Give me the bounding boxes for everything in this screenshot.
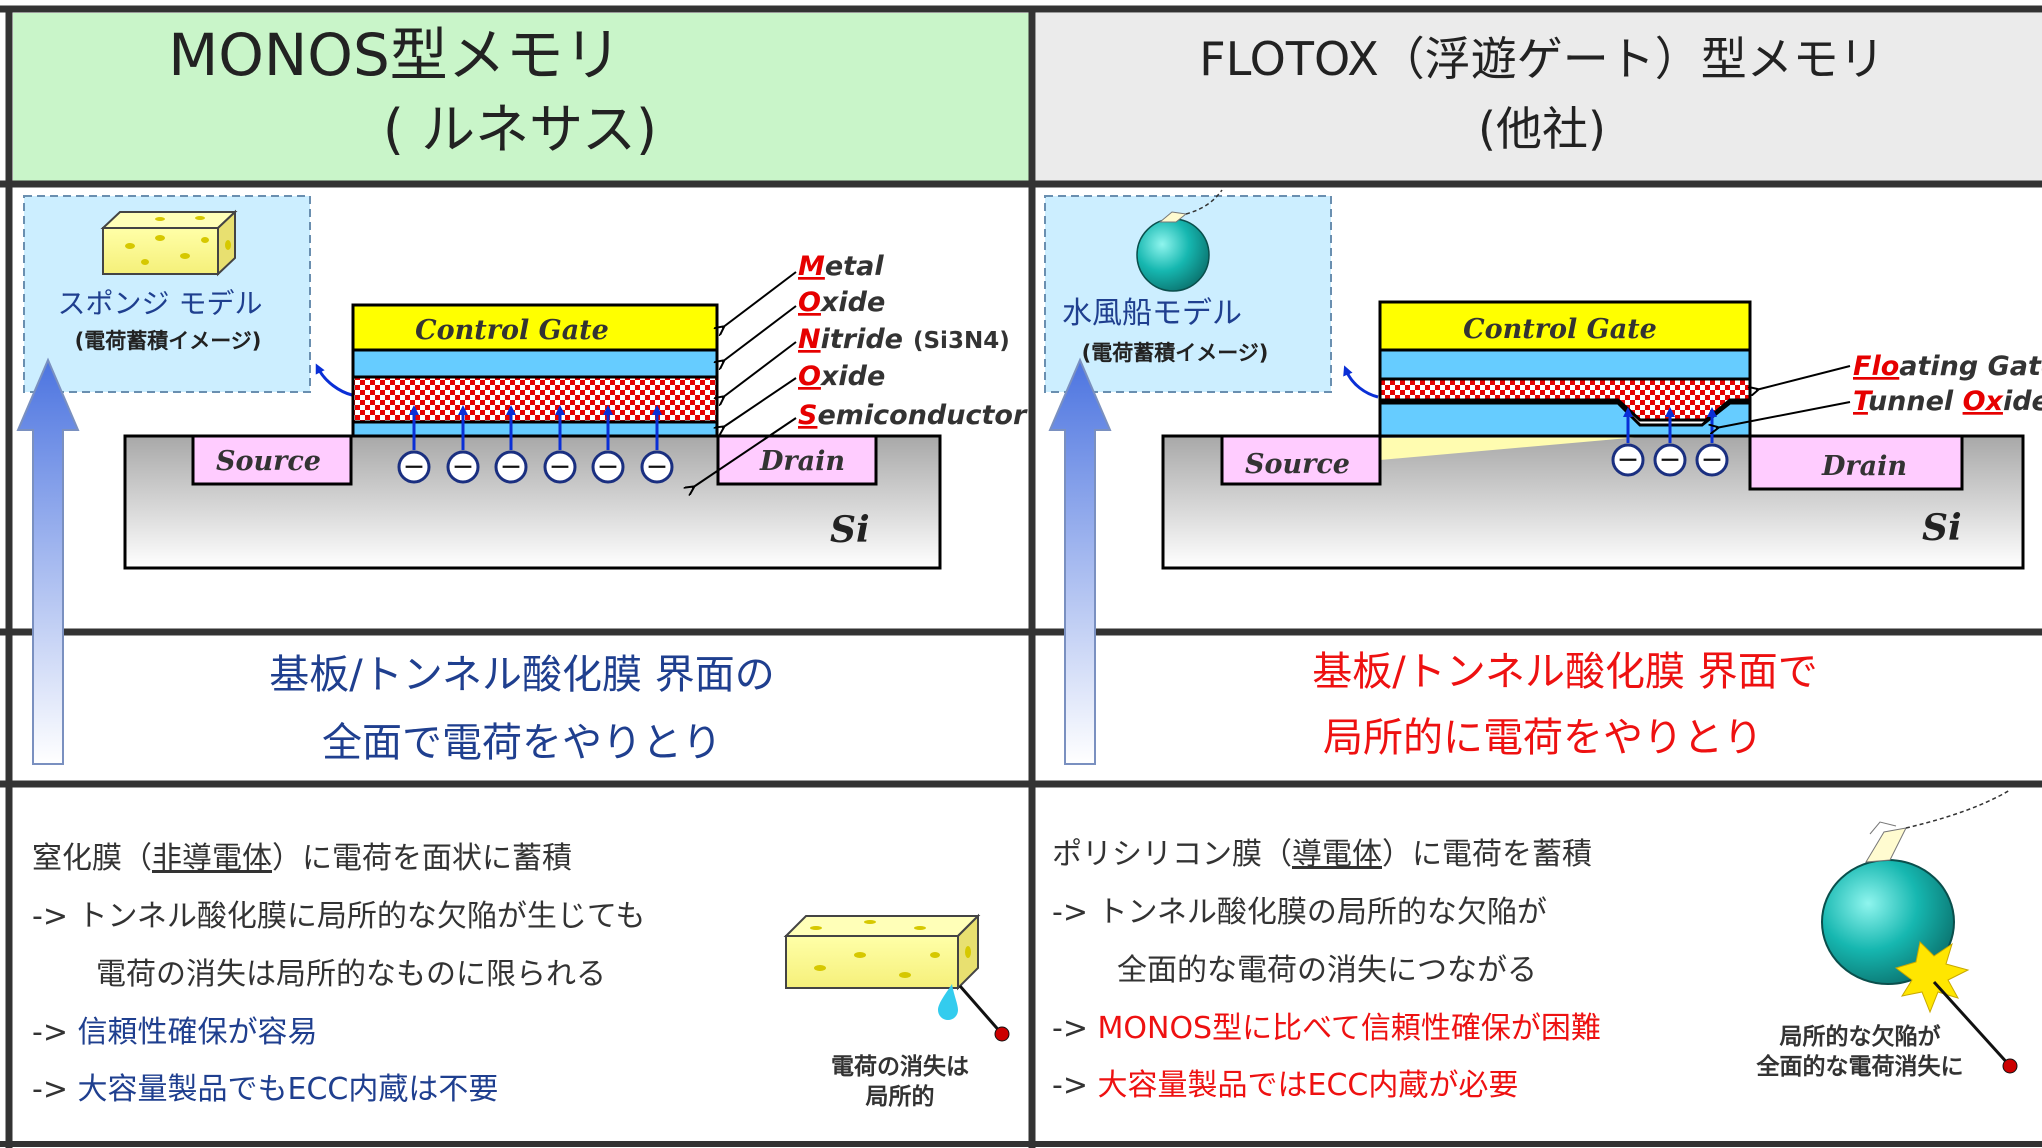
tunnel-oxide-label: Tunnel Oxide	[1853, 386, 2042, 417]
left-bullet-5: -> 大容量製品でもECC内蔵は不要	[32, 1072, 498, 1107]
electron-sign: －	[452, 456, 474, 481]
electron-icon	[591, 450, 625, 484]
layer-pointer-arrows	[692, 271, 797, 488]
electron-sign: －	[1617, 449, 1639, 474]
electron-sign: －	[1659, 449, 1681, 474]
tunnel-oxide-layer	[351, 420, 719, 438]
right-caption-line1: 局所的な欠陥が	[1780, 1023, 1941, 1050]
oxide2-label: Oxide	[798, 361, 885, 392]
nitride-layer	[351, 375, 719, 424]
right-subtitle: (他社)	[1478, 102, 1606, 156]
control-gate-label: Control Gate	[415, 315, 609, 346]
si-label: Si	[1922, 507, 1962, 549]
right-bullet-3: 全面的な電荷の消失につながる	[1117, 953, 1537, 988]
up-arrow-icon	[16, 357, 80, 765]
electron-icon	[397, 450, 431, 484]
left-bullet-list: 窒化膜（非導電体）に電荷を面状に蓄積 -> トンネル酸化膜に局所的な欠陥が生じて…	[32, 841, 645, 1107]
floating-gate-label: Floating Gate	[1853, 351, 2042, 382]
sponge-model-sub: (電荷蓄積イメージ)	[75, 329, 262, 353]
up-arrow-icon	[1048, 357, 1112, 765]
electron-group: － － －	[1611, 407, 1729, 477]
drain-label: Drain	[1821, 451, 1907, 482]
left-bullet-4: -> 信頼性確保が容易	[32, 1015, 318, 1050]
left-summary-line2: 全面で電荷をやりとり	[322, 720, 722, 766]
burst-icon	[1894, 940, 1970, 1014]
layout-frame	[0, 5, 2042, 1148]
right-bullet-5: -> 大容量製品ではECC内蔵が必要	[1052, 1068, 1518, 1103]
sponge-icon	[783, 913, 981, 991]
nitride-label: Nitride(Si3N4)	[798, 324, 1010, 355]
sponge-model-label: スポンジ モデル	[58, 287, 263, 320]
needle-icon	[1932, 980, 2018, 1074]
electron-group: － － － － － －	[397, 405, 674, 484]
electron-sign: －	[549, 456, 571, 481]
right-title-bg	[1036, 13, 2042, 181]
electron-sign: －	[597, 456, 619, 481]
electron-icon	[640, 450, 674, 484]
electron-sign: －	[500, 456, 522, 481]
source-label: Source	[216, 446, 321, 477]
left-caption-line1: 電荷の消失は	[831, 1054, 969, 1080]
left-bullet-1: 窒化膜（非導電体）に電荷を面状に蓄積	[32, 841, 572, 876]
layer-pointer-arrows	[1716, 365, 1851, 428]
electron-icon	[494, 450, 528, 484]
electron-sign: －	[1701, 449, 1723, 474]
electron-icon	[1695, 443, 1729, 477]
right-bullet-4: -> MONOS型に比べて信頼性確保が困難	[1052, 1011, 1601, 1046]
balloon-model-label: 水風船モデル	[1062, 296, 1242, 331]
monos-diagram: スポンジ モデル (電荷蓄積イメージ) Si Source Drain Cont…	[23, 195, 1028, 570]
control-gate-label: Control Gate	[1463, 314, 1657, 345]
electron-sign: －	[403, 456, 425, 481]
left-subtitle: ( ルネサス)	[383, 98, 657, 161]
electron-icon	[446, 450, 480, 484]
electron-sign: －	[646, 456, 668, 481]
right-title: FLOTOX（浮遊ゲート）型メモリ	[1199, 32, 1885, 86]
left-bullet-3: 電荷の消失は局所的なものに限られる	[96, 957, 606, 992]
left-title: MONOS型メモリ	[168, 21, 622, 89]
left-caption-line2: 局所的	[866, 1083, 935, 1110]
left-bullet-2: -> トンネル酸化膜に局所的な欠陥が生じても	[32, 899, 645, 934]
semiconductor-label: Semiconductor	[798, 400, 1028, 431]
right-caption-line2: 全面的な電荷消失に	[1756, 1053, 1964, 1080]
water-balloon-icon	[1136, 189, 1223, 292]
electron-icon	[1653, 443, 1687, 477]
left-title-bg	[13, 13, 1029, 181]
water-drop-icon	[938, 984, 958, 1020]
top-oxide-layer	[351, 348, 719, 379]
control-gate-layer	[351, 303, 719, 352]
sponge-icon	[100, 209, 238, 277]
metal-label: Metal	[798, 251, 884, 282]
balloon-model-sub: (電荷蓄積イメージ)	[1082, 341, 1269, 365]
source-label: Source	[1245, 449, 1350, 480]
drain-region	[716, 434, 878, 486]
flotox-diagram: 水風船モデル (電荷蓄積イメージ) Si Source Drain Contro…	[1044, 189, 2042, 570]
electron-icon	[1611, 443, 1645, 477]
electron-icon	[543, 450, 577, 484]
right-bullet-1: ポリシリコン膜（導電体）に電荷を蓄積	[1052, 837, 1592, 872]
left-summary-line1: 基板/トンネル酸化膜 界面の	[269, 652, 774, 698]
needle-icon	[958, 985, 1010, 1042]
control-gate-layer	[1378, 300, 1752, 352]
source-region	[191, 434, 353, 486]
right-summary-line1: 基板/トンネル酸化膜 界面で	[1312, 649, 1817, 695]
si-label: Si	[830, 509, 870, 551]
water-balloon-icon	[1821, 789, 2011, 985]
right-summary-line2: 局所的に電荷をやりとり	[1323, 715, 1763, 761]
top-oxide-layer	[1378, 348, 1752, 381]
drain-region	[1748, 434, 1964, 491]
source-region	[1220, 434, 1382, 486]
oxide1-label: Oxide	[798, 287, 885, 318]
drain-label: Drain	[759, 446, 845, 477]
right-bullet-list: ポリシリコン膜（導電体）に電荷を蓄積 -> トンネル酸化膜の局所的な欠陥が 全面…	[1052, 837, 1601, 1103]
right-bullet-2: -> トンネル酸化膜の局所的な欠陥が	[1052, 895, 1547, 930]
